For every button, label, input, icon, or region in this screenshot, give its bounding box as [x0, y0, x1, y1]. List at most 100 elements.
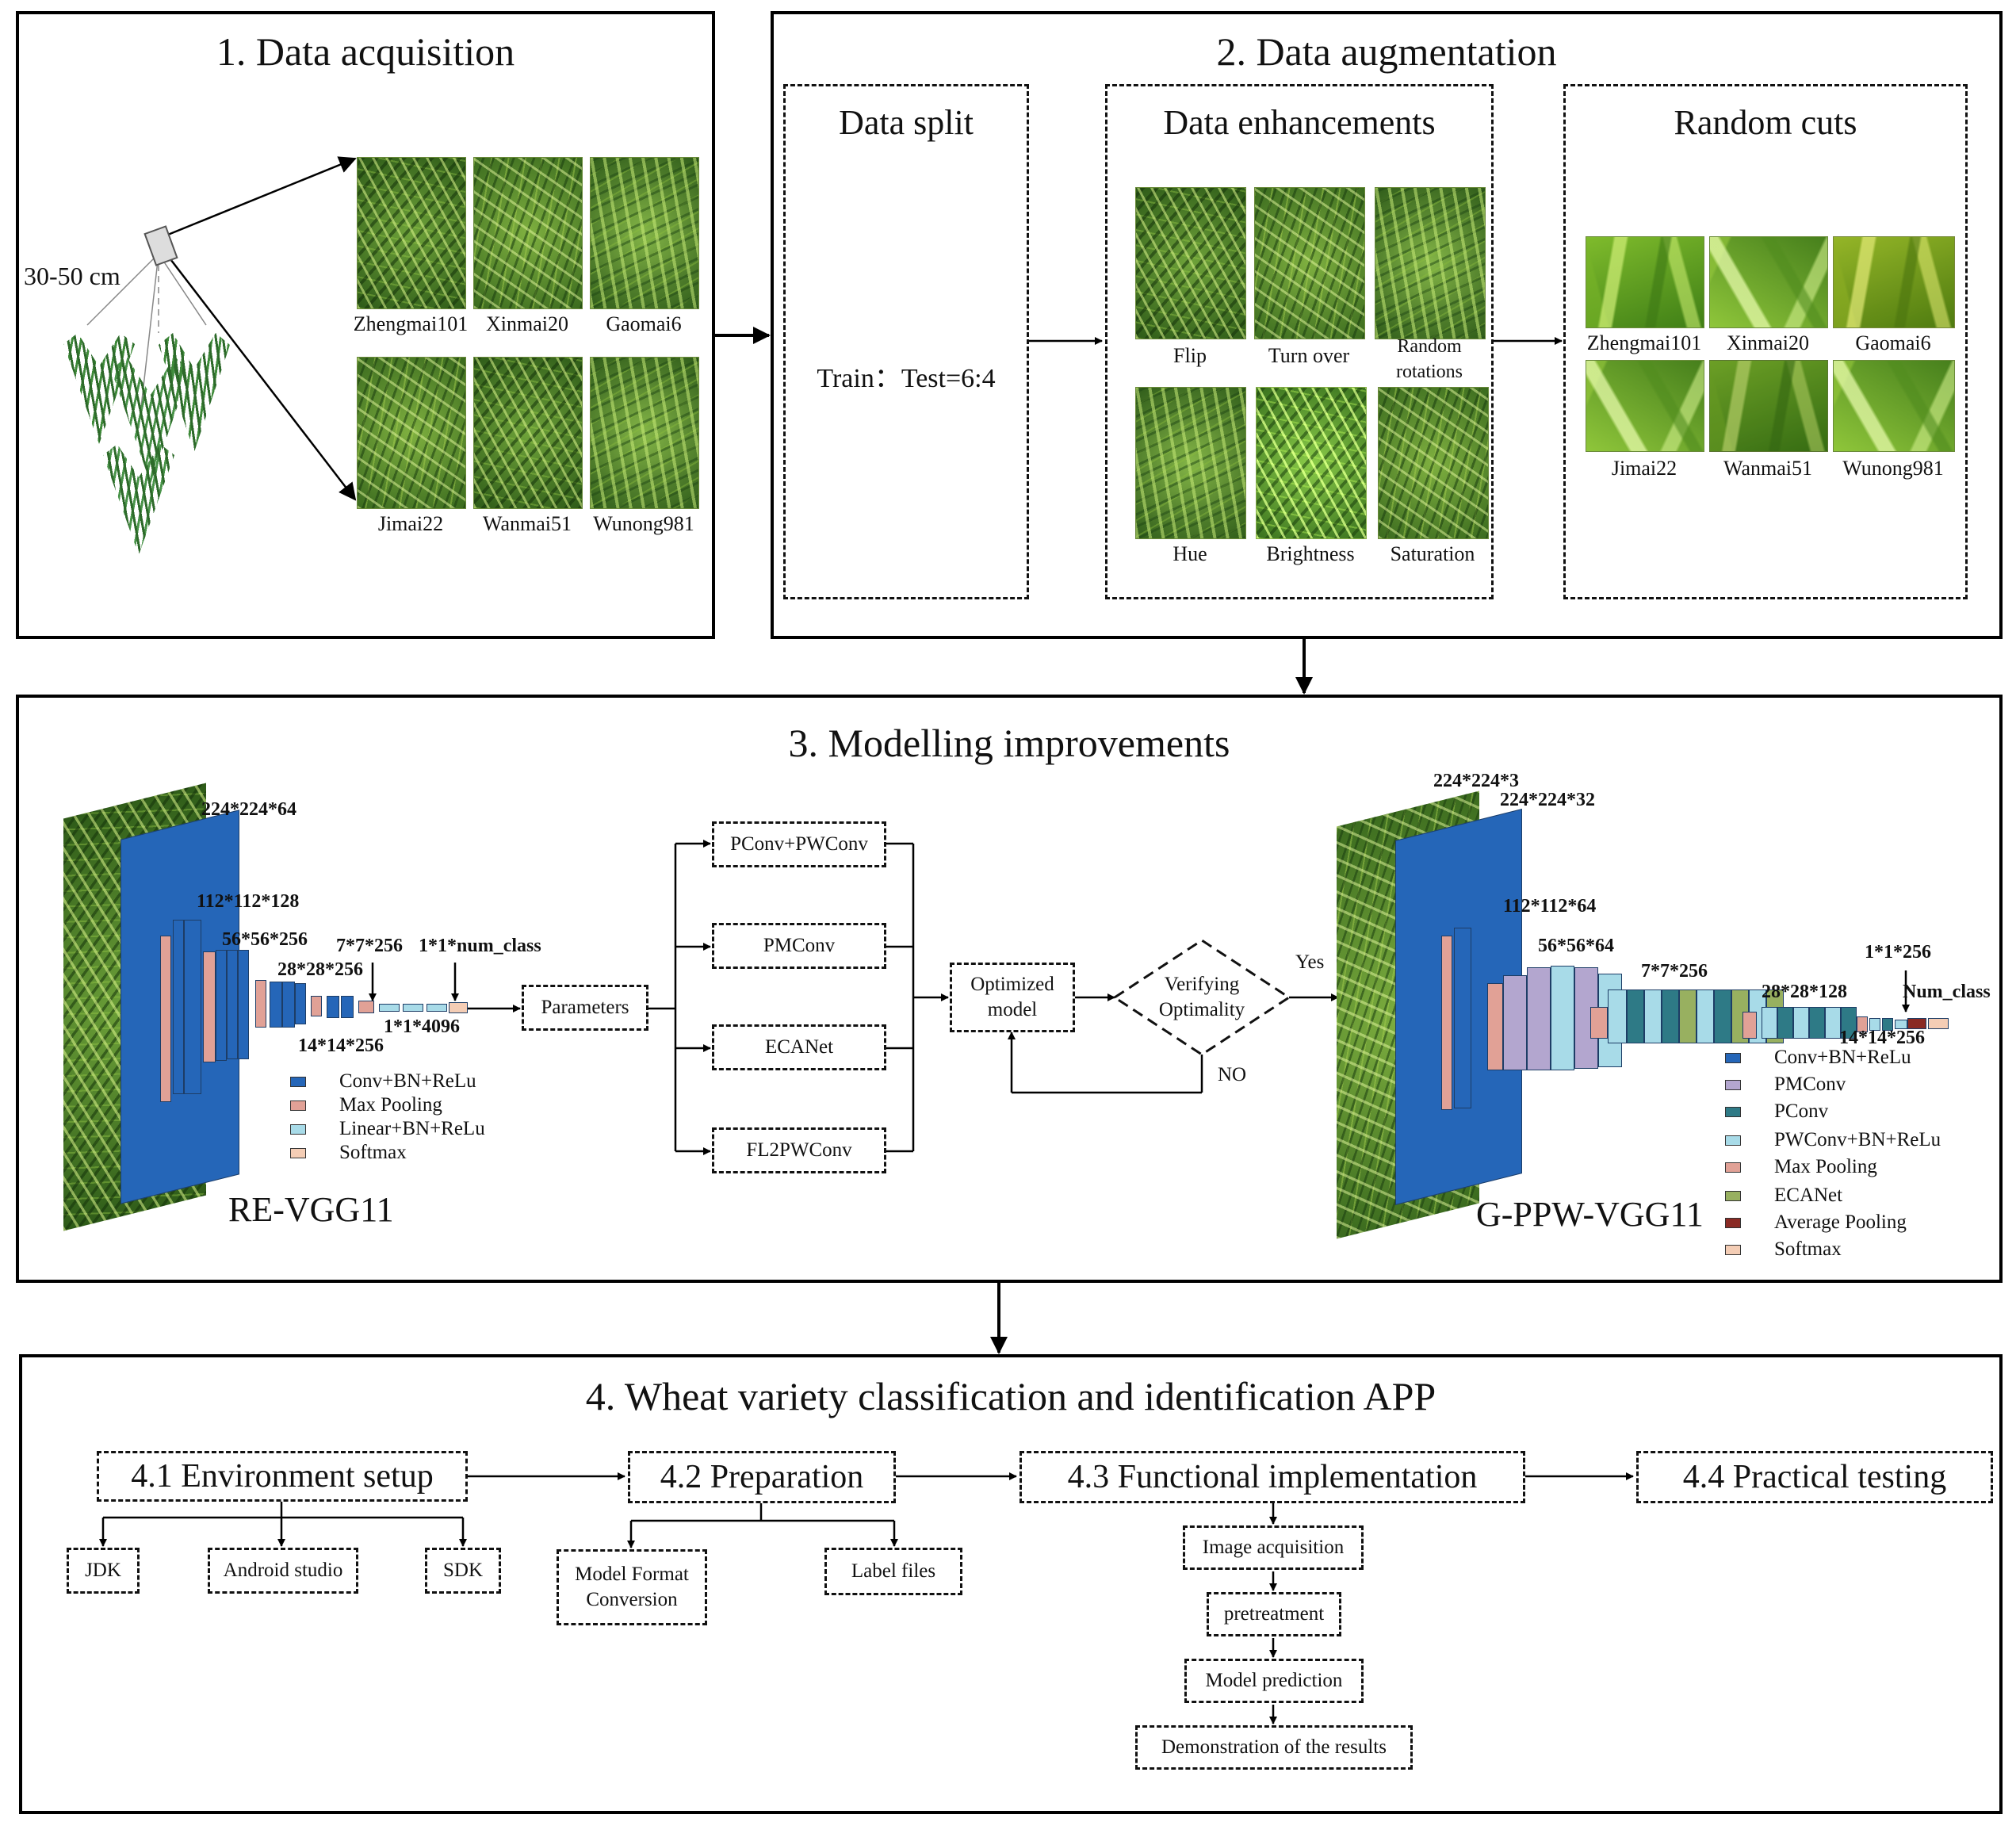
variety-image: [357, 357, 466, 509]
random-cuts-title: Random cuts: [1674, 103, 1857, 142]
linear-layer: [403, 1004, 423, 1012]
legend-swatch: [1725, 1052, 1741, 1063]
maxpool-layer: [203, 951, 216, 1062]
dim-label: 28*28*256: [277, 959, 363, 980]
variety-image: [357, 157, 466, 309]
dim-label: 224*224*64: [201, 799, 296, 820]
dim-label: 56*56*64: [1538, 936, 1614, 956]
variety-image: [590, 357, 699, 509]
linear-layer: [427, 1004, 447, 1012]
op-label: Random: [1397, 336, 1462, 357]
legend-item: Average Pooling: [1725, 1211, 1907, 1234]
module-box: FL2PWConv: [712, 1127, 886, 1173]
conv-layer: [227, 950, 238, 1059]
flip-image: [1135, 187, 1246, 339]
legend-swatch: [290, 1123, 306, 1135]
legend-swatch: [1725, 1162, 1741, 1173]
legend-label: ECANet: [1774, 1185, 1843, 1206]
legend-label: Linear+BN+ReLu: [339, 1118, 485, 1139]
legend-label: Average Pooling: [1774, 1211, 1907, 1233]
func-model-prediction: Model prediction: [1184, 1659, 1364, 1703]
maxpool-layer: [160, 936, 171, 1102]
pmconv-layer: [1503, 975, 1527, 1070]
func-label: Image acquisition: [1202, 1537, 1345, 1558]
verifying-line1: Verifying: [1164, 974, 1240, 995]
legend-item: PConv: [1725, 1100, 1828, 1123]
module-box: PConv+PWConv: [712, 821, 886, 867]
dim-label: 1*1*num_class: [419, 936, 541, 956]
prep-label-line2: Conversion: [586, 1589, 678, 1610]
conv-layer: [270, 982, 282, 1028]
func-label: Demonstration of the results: [1161, 1736, 1387, 1758]
cut-image: [1586, 236, 1704, 328]
pwconv-layer: [1825, 1007, 1841, 1039]
func-demonstration: Demonstration of the results: [1135, 1725, 1413, 1770]
module-label: PMConv: [763, 935, 836, 956]
prep-label-files: Label files: [824, 1548, 962, 1595]
pwconv-layer: [1697, 989, 1714, 1043]
conv-layer: [341, 996, 354, 1018]
cut-image: [1709, 236, 1828, 328]
pwconv-layer: [1608, 989, 1627, 1043]
no-label: NO: [1218, 1064, 1247, 1085]
model-name-gppw: G-PPW-VGG11: [1476, 1195, 1704, 1234]
dim-label: 112*112*64: [1503, 896, 1597, 917]
maxpool-layer: [1857, 1016, 1868, 1032]
prep-label-line1: Model Format: [575, 1564, 689, 1585]
legend-item: PMConv: [1725, 1074, 1846, 1096]
legend-label: PMConv: [1774, 1074, 1846, 1095]
variety-label: Wunong981: [593, 512, 694, 535]
optimized-model-box: Optimized model: [950, 963, 1075, 1032]
data-split-box: Data split Train：Test=6:4: [783, 84, 1029, 599]
legend-label: PConv: [1774, 1100, 1829, 1122]
step-label: 4.4 Practical testing: [1682, 1459, 1947, 1495]
legend-item: Linear+BN+ReLu: [290, 1118, 485, 1140]
pconv-layer: [1714, 989, 1731, 1043]
op-label: Flip: [1173, 344, 1207, 367]
module-label: PConv+PWConv: [730, 833, 868, 855]
legend-item: Softmax: [1725, 1238, 1842, 1261]
dim-label: 14*14*256: [1839, 1028, 1925, 1048]
env-label: SDK: [442, 1560, 483, 1581]
maxpool-layer: [358, 1001, 374, 1013]
avgpool-layer: [1907, 1018, 1926, 1029]
env-label: Android studio: [223, 1560, 343, 1581]
dim-label: 1*1*4096: [384, 1016, 460, 1037]
conv-layer: [1454, 928, 1471, 1108]
legend-label: Conv+BN+ReLu: [339, 1070, 476, 1092]
turn-over-image: [1254, 187, 1365, 339]
step-label: 4.2 Preparation: [660, 1459, 864, 1495]
parameters-box: Parameters: [522, 985, 648, 1031]
dim-label: 7*7*256: [1641, 961, 1708, 982]
section-title: 2. Data augmentation: [1216, 29, 1557, 74]
dim-label: 56*56*256: [222, 929, 308, 950]
module-label: FL2PWConv: [746, 1139, 852, 1161]
step-preparation: 4.2 Preparation: [628, 1451, 896, 1503]
step-environment-setup: 4.1 Environment setup: [97, 1451, 468, 1502]
legend-item: Max Pooling: [290, 1094, 442, 1116]
step-practical-testing: 4.4 Practical testing: [1636, 1451, 1993, 1503]
optimized-label-line2: model: [987, 999, 1038, 1020]
maxpool-layer: [1487, 983, 1503, 1070]
legend-swatch: [1725, 1079, 1741, 1090]
pwconv-layer: [1895, 1020, 1907, 1029]
random-rotation-image: [1375, 187, 1486, 339]
data-split-title: Data split: [839, 103, 974, 142]
pconv-layer: [1777, 1007, 1793, 1039]
maxpool-layer: [1590, 1007, 1608, 1039]
conv-layer: [173, 920, 184, 1094]
section-title: 1. Data acquisition: [216, 29, 515, 74]
legend-label: PWConv+BN+ReLu: [1774, 1129, 1941, 1150]
legend-label: Max Pooling: [339, 1094, 442, 1116]
ecanet-layer: [1679, 989, 1697, 1043]
legend-swatch: [1725, 1106, 1741, 1117]
hue-image: [1135, 387, 1246, 539]
conv-layer: [327, 996, 339, 1018]
conv-layer: [295, 983, 306, 1024]
step-label: 4.1 Environment setup: [131, 1458, 434, 1495]
dim-label: 1*1*256: [1865, 942, 1931, 963]
step-functional-implementation: 4.3 Functional implementation: [1019, 1451, 1525, 1503]
legend-label: Max Pooling: [1774, 1156, 1877, 1177]
section-title: 3. Modelling improvements: [788, 721, 1230, 765]
func-pretreatment: pretreatment: [1207, 1592, 1341, 1636]
